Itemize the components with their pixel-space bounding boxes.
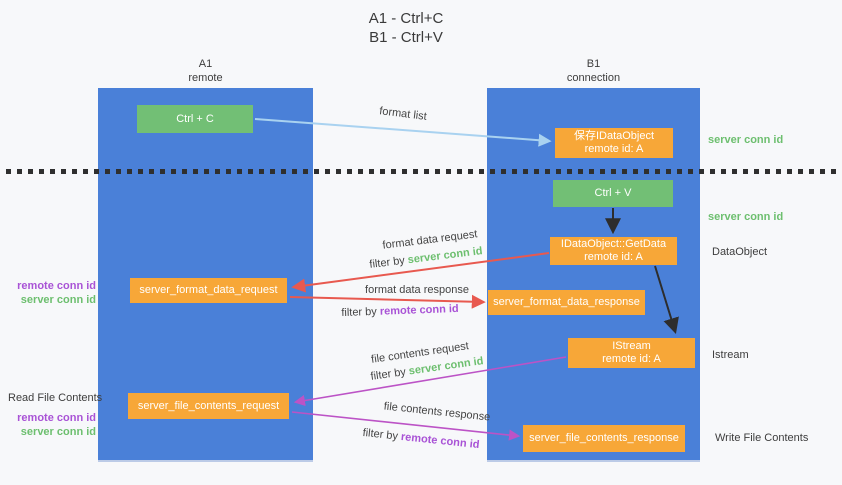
lifeline-b1-header: B1 connection — [487, 57, 700, 85]
save-idataobject-line2: remote id: A — [584, 143, 644, 155]
server-format-data-request-node: server_format_data_request — [130, 278, 287, 303]
ctrl-v-label: Ctrl + V — [594, 187, 632, 199]
server-format-data-response-node: server_format_data_response — [488, 290, 645, 315]
phase-separator-line — [6, 169, 836, 174]
server-format-data-request-label: server_format_data_request — [139, 284, 278, 296]
filter-by-text: filter by — [368, 254, 406, 271]
title-line-b1: B1 - Ctrl+V — [369, 29, 443, 46]
istream-line2: remote id: A — [602, 353, 661, 365]
getdata-line2: remote id: A — [584, 251, 643, 263]
getdata-node: IDataObject::GetData remote id: A — [550, 237, 677, 265]
save-idataobject-line1: 保存IDataObject — [573, 130, 655, 142]
diagram-title: A1 - Ctrl+C B1 - Ctrl+V — [331, 9, 481, 47]
format-data-response-label: format data response — [365, 284, 469, 296]
remote-conn-id-label: remote conn id — [17, 280, 96, 292]
format-data-response-filter-label: filter by remote conn id — [341, 303, 459, 319]
server-conn-id-label: server conn id — [20, 426, 96, 438]
lifeline-a1-role: remote — [188, 72, 223, 84]
data-object-label: DataObject — [712, 246, 768, 258]
istream-line1: IStream — [612, 340, 651, 352]
file-contents-response-label: file contents response — [383, 400, 491, 424]
ctrl-c-label: Ctrl + C — [176, 112, 214, 125]
server-file-contents-request-label: server_file_contents_request — [137, 399, 280, 412]
right-server-conn-id-mid: server conn id — [708, 211, 784, 223]
left-format-conn-ids: remote conn id server conn id — [8, 279, 96, 307]
title-line-a1: A1 - Ctrl+C — [368, 10, 444, 27]
server-format-data-response-label: server_format_data_response — [493, 296, 640, 308]
filter-by-text: filter by — [341, 305, 378, 320]
server-file-contents-request-node: server_file_contents_request — [128, 393, 289, 419]
right-server-conn-id-top: server conn id — [708, 134, 784, 146]
lifeline-b1-name: B1 — [586, 58, 601, 70]
remote-conn-id-label: remote conn id — [17, 412, 96, 424]
format-list-label: format list — [378, 105, 428, 123]
server-conn-id-text: server conn id — [407, 245, 484, 267]
left-file-conn-ids: remote conn id server conn id — [8, 411, 96, 439]
server-conn-id-label: server conn id — [20, 294, 96, 306]
file-contents-response-filter-label: filter by remote conn id — [362, 427, 480, 451]
ctrl-c-node: Ctrl + C — [137, 105, 253, 133]
remote-conn-id-text: remote conn id — [379, 302, 459, 318]
filter-by-text: filter by — [362, 426, 399, 443]
istream-node: IStream remote id: A — [568, 338, 695, 368]
istream-side-label: Istream — [712, 349, 749, 361]
format-data-response-arrow — [289, 294, 486, 309]
write-file-contents-label: Write File Contents — [715, 432, 809, 444]
remote-conn-id-text: remote conn id — [400, 430, 480, 452]
ctrl-v-node: Ctrl + V — [553, 180, 673, 207]
lifeline-a1-header: A1 remote — [98, 57, 313, 85]
getdata-line1: IDataObject::GetData — [560, 238, 667, 250]
server-file-contents-response-node: server_file_contents_response — [523, 425, 685, 452]
lifeline-a1-name: A1 — [198, 58, 213, 70]
read-file-contents-label: Read File Contents — [8, 392, 103, 404]
lifeline-b1-role: connection — [566, 72, 621, 84]
filter-by-text: filter by — [369, 366, 407, 383]
save-idataobject-node: 保存IDataObject remote id: A — [555, 128, 673, 158]
server-file-contents-response-label: server_file_contents_response — [529, 432, 679, 444]
